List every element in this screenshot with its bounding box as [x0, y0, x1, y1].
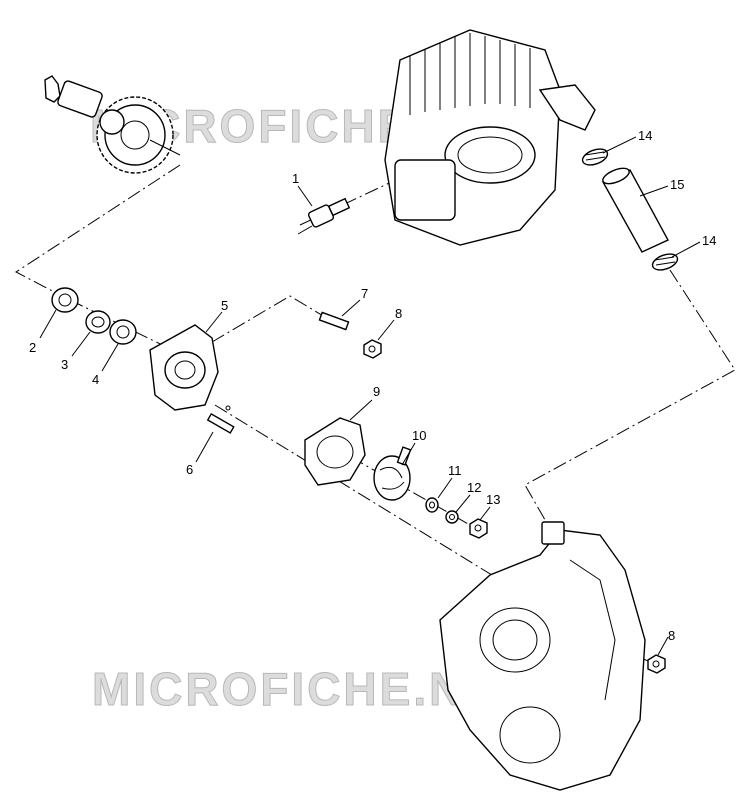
- callout-labels: 1 2 3 4 5 6 7 8 9 10 11 12 13 14 15 14 8: [29, 128, 716, 643]
- callout-8-lower: 8: [668, 628, 675, 643]
- part-2-bearing: [51, 287, 79, 313]
- part-1-sensor: [297, 197, 351, 235]
- callout-leaders: [39, 136, 701, 656]
- part-12-lock-washer: [445, 510, 459, 524]
- callout-8-upper: 8: [395, 306, 402, 321]
- callout-15: 15: [670, 177, 684, 192]
- callout-5: 5: [221, 298, 228, 313]
- part-9-gasket: [304, 417, 366, 486]
- cylinder-assembly: [384, 29, 596, 246]
- part-3-seal: [85, 310, 111, 334]
- callout-3: 3: [61, 357, 68, 372]
- part-5-pump-housing: [149, 324, 231, 411]
- callout-11: 11: [448, 463, 462, 478]
- part-14-clamp-upper: [581, 148, 609, 166]
- callout-13: 13: [486, 492, 500, 507]
- part-13-nut: [469, 518, 488, 539]
- callout-6: 6: [186, 462, 193, 477]
- callout-7: 7: [361, 286, 368, 301]
- part-11-washer: [425, 497, 439, 513]
- callout-2: 2: [29, 340, 36, 355]
- part-15-hose: [602, 167, 669, 253]
- callout-9: 9: [373, 384, 380, 399]
- part-4-bearing: [109, 319, 137, 345]
- callout-12: 12: [467, 480, 481, 495]
- part-10-impeller: [373, 446, 412, 501]
- callout-1: 1: [292, 171, 299, 186]
- part-14-clamp-lower: [651, 253, 679, 271]
- part-8-nut-upper: [363, 339, 382, 359]
- crankcase-cover: [439, 521, 646, 791]
- part-7-stud: [318, 311, 350, 331]
- part-8-nut-lower: [647, 654, 666, 674]
- part-6-stud: [206, 412, 235, 434]
- crankshaft-gear-assembly: [44, 75, 181, 174]
- callout-14-lower: 14: [702, 233, 716, 248]
- callout-4: 4: [92, 372, 99, 387]
- callout-14-upper: 14: [638, 128, 652, 143]
- callout-10: 10: [412, 428, 426, 443]
